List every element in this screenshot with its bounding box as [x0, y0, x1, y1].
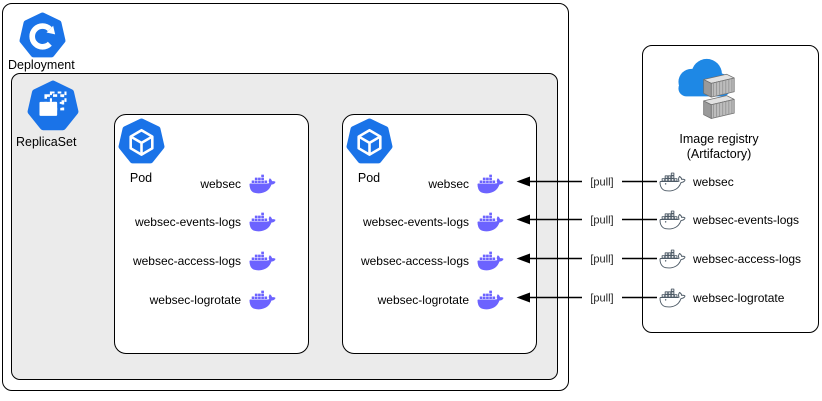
- deployment-box: Deployment ReplicaSet Pod websec websec-…: [2, 3, 569, 391]
- pull-arrow-label: [pull]: [590, 177, 613, 189]
- registry-title-line1: Image registry: [679, 132, 759, 146]
- docker-whale-icon: [474, 287, 507, 313]
- registry-image-label: websec: [693, 175, 734, 189]
- pod-icon: [346, 118, 393, 165]
- registry-image-label: websec-events-logs: [693, 213, 800, 227]
- container-label: websec-logrotate: [149, 293, 241, 307]
- container-row: websec-events-logs: [135, 209, 279, 235]
- pull-arrow-label: [pull]: [590, 254, 613, 266]
- docker-whale-icon: [246, 171, 279, 197]
- deployment-label: Deployment: [8, 58, 75, 72]
- container-row: websec: [200, 171, 279, 197]
- pod-label: Pod: [357, 171, 381, 185]
- registry-image-label: websec-logrotate: [693, 291, 785, 305]
- container-label: websec: [428, 177, 469, 191]
- container-row: websec-logrotate: [378, 287, 507, 313]
- docker-whale-outline-icon: [656, 169, 689, 195]
- docker-whale-outline-icon: [656, 246, 689, 272]
- pod-box-2: Pod websec websec-events-logs websec-acc…: [342, 114, 537, 354]
- pod-box-1: Pod websec websec-events-logs websec-acc…: [114, 114, 309, 354]
- registry-title: Image registry (Artifactory): [643, 132, 795, 162]
- pod-label: Pod: [129, 171, 153, 185]
- registry-image-row: websec-access-logs: [656, 246, 801, 272]
- registry-image-row: websec-events-logs: [656, 207, 799, 233]
- registry-image-row: websec-logrotate: [656, 285, 784, 311]
- replicaset-icon: [27, 80, 79, 132]
- replicaset-label: ReplicaSet: [16, 135, 77, 149]
- replicaset-box: ReplicaSet Pod websec websec-events-logs…: [11, 73, 558, 380]
- docker-whale-outline-icon: [656, 285, 689, 311]
- registry-cloud-icon: [667, 52, 751, 130]
- registry-image-label: websec-access-logs: [693, 252, 802, 266]
- pod-icon: [118, 118, 165, 165]
- registry-box: Image registry (Artifactory) websec webs…: [642, 45, 819, 333]
- container-label: websec: [200, 177, 241, 191]
- docker-whale-icon: [246, 287, 279, 313]
- container-label: websec-access-logs: [360, 254, 469, 268]
- container-label: websec-events-logs: [134, 215, 241, 229]
- registry-title-line2: (Artifactory): [686, 147, 752, 161]
- docker-whale-icon: [474, 171, 507, 197]
- container-label: websec-logrotate: [377, 293, 469, 307]
- container-row: websec: [428, 171, 507, 197]
- container-row: websec-access-logs: [133, 248, 279, 274]
- container-row: websec-logrotate: [150, 287, 279, 313]
- docker-whale-icon: [474, 209, 507, 235]
- docker-whale-icon: [474, 248, 507, 274]
- docker-whale-icon: [246, 209, 279, 235]
- pull-arrow-label: [pull]: [590, 215, 613, 227]
- docker-whale-outline-icon: [656, 207, 689, 233]
- container-label: websec-events-logs: [362, 215, 469, 229]
- container-row: websec-access-logs: [361, 248, 507, 274]
- container-label: websec-access-logs: [132, 254, 241, 268]
- docker-whale-icon: [246, 248, 279, 274]
- pull-arrow-label: [pull]: [590, 293, 613, 305]
- container-row: websec-events-logs: [363, 209, 507, 235]
- registry-image-row: websec: [656, 169, 734, 195]
- deployment-icon: [19, 12, 66, 59]
